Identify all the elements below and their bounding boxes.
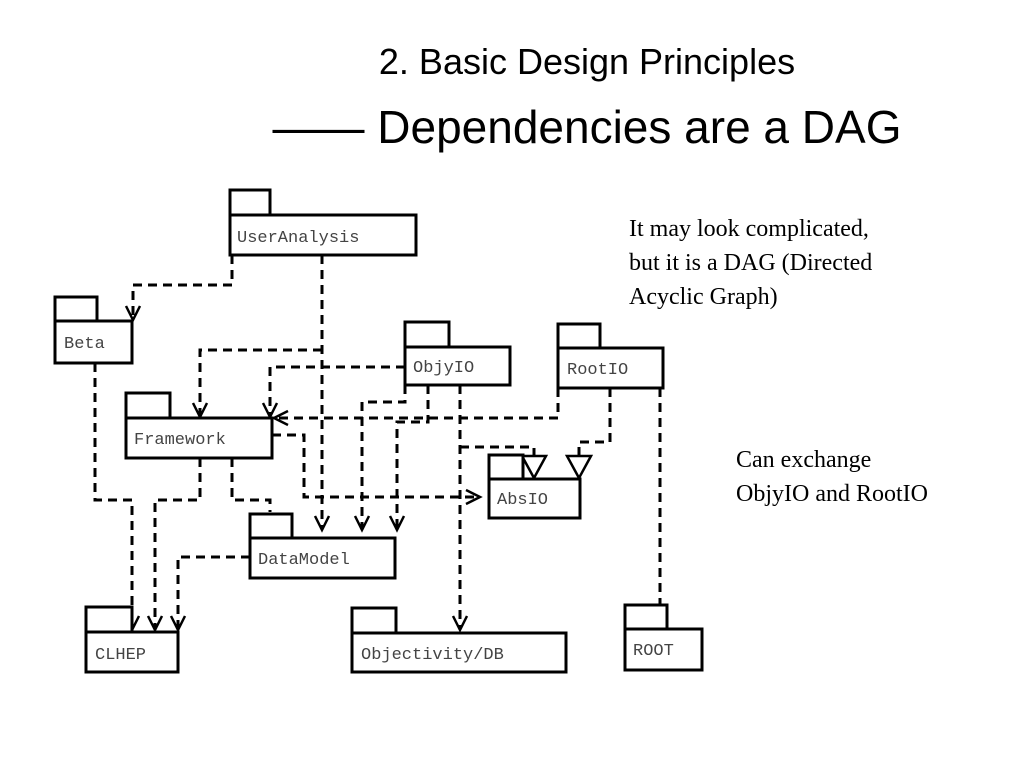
edge-datamodel-clhep <box>176 555 250 628</box>
package-label: RootIO <box>567 361 628 380</box>
arrowhead-triangle <box>519 454 549 481</box>
arrowhead <box>271 409 289 427</box>
package-label: ObjyIO <box>413 359 474 378</box>
exchange-note: Can exchange ObjyIO and RootIO <box>736 443 928 511</box>
arrowhead <box>353 515 371 533</box>
edge-framework-clhep <box>153 458 202 628</box>
edge-useranalysis-beta <box>131 255 234 318</box>
package-label: UserAnalysis <box>237 229 359 248</box>
arrowhead <box>313 515 331 533</box>
package-framework: Framework <box>124 391 274 460</box>
edge-framework-absio <box>272 433 478 499</box>
arrowhead-triangle <box>564 454 594 481</box>
package-label: DataModel <box>258 551 350 570</box>
arrowhead <box>146 615 164 633</box>
package-label: Beta <box>64 335 105 354</box>
package-label: ROOT <box>633 642 674 661</box>
package-beta: Beta <box>53 295 134 365</box>
arrowhead <box>465 488 483 506</box>
dag-note-line: but it is a DAG (Directed <box>629 250 873 276</box>
arrowhead <box>169 615 187 633</box>
package-label: AbsIO <box>497 491 548 510</box>
arrowhead <box>388 515 406 533</box>
package-clhep: CLHEP <box>84 605 180 674</box>
package-objectivity: Objectivity/DB <box>350 606 568 674</box>
edge-framework-datamodel <box>230 458 272 512</box>
dag-note-line: It may look complicated, <box>629 216 869 242</box>
package-rootio: RootIO <box>556 322 665 390</box>
edge-useranalysis-framework <box>198 348 322 415</box>
package-label: Framework <box>134 431 226 450</box>
edge-beta-clhep <box>93 363 134 628</box>
slide-subtitle: —— Dependencies are a DAG <box>272 101 902 153</box>
edge-objyio-framework <box>268 365 405 415</box>
package-datamodel: DataModel <box>248 512 397 580</box>
edge-rootio-framework <box>278 388 560 420</box>
exchange-note-line: Can exchange <box>736 447 872 473</box>
edge-objyio-datamodel-b <box>395 385 430 530</box>
package-root: ROOT <box>623 603 704 672</box>
arrowhead <box>451 615 469 633</box>
edge-objyio-datamodel-a <box>360 385 407 530</box>
package-label: Objectivity/DB <box>361 646 504 665</box>
package-objyio: ObjyIO <box>403 320 512 387</box>
exchange-note-line: ObjyIO and RootIO <box>736 481 928 507</box>
package-absio: AbsIO <box>487 453 582 520</box>
dependency-edges <box>93 255 662 628</box>
dag-note-line: Acyclic Graph) <box>629 284 778 310</box>
package-useranalysis: UserAnalysis <box>228 188 418 257</box>
package-label: CLHEP <box>95 646 146 665</box>
dag-note: It may look complicated, but it is a DAG… <box>629 212 872 314</box>
slide-title: 2. Basic Design Principles <box>378 41 796 82</box>
